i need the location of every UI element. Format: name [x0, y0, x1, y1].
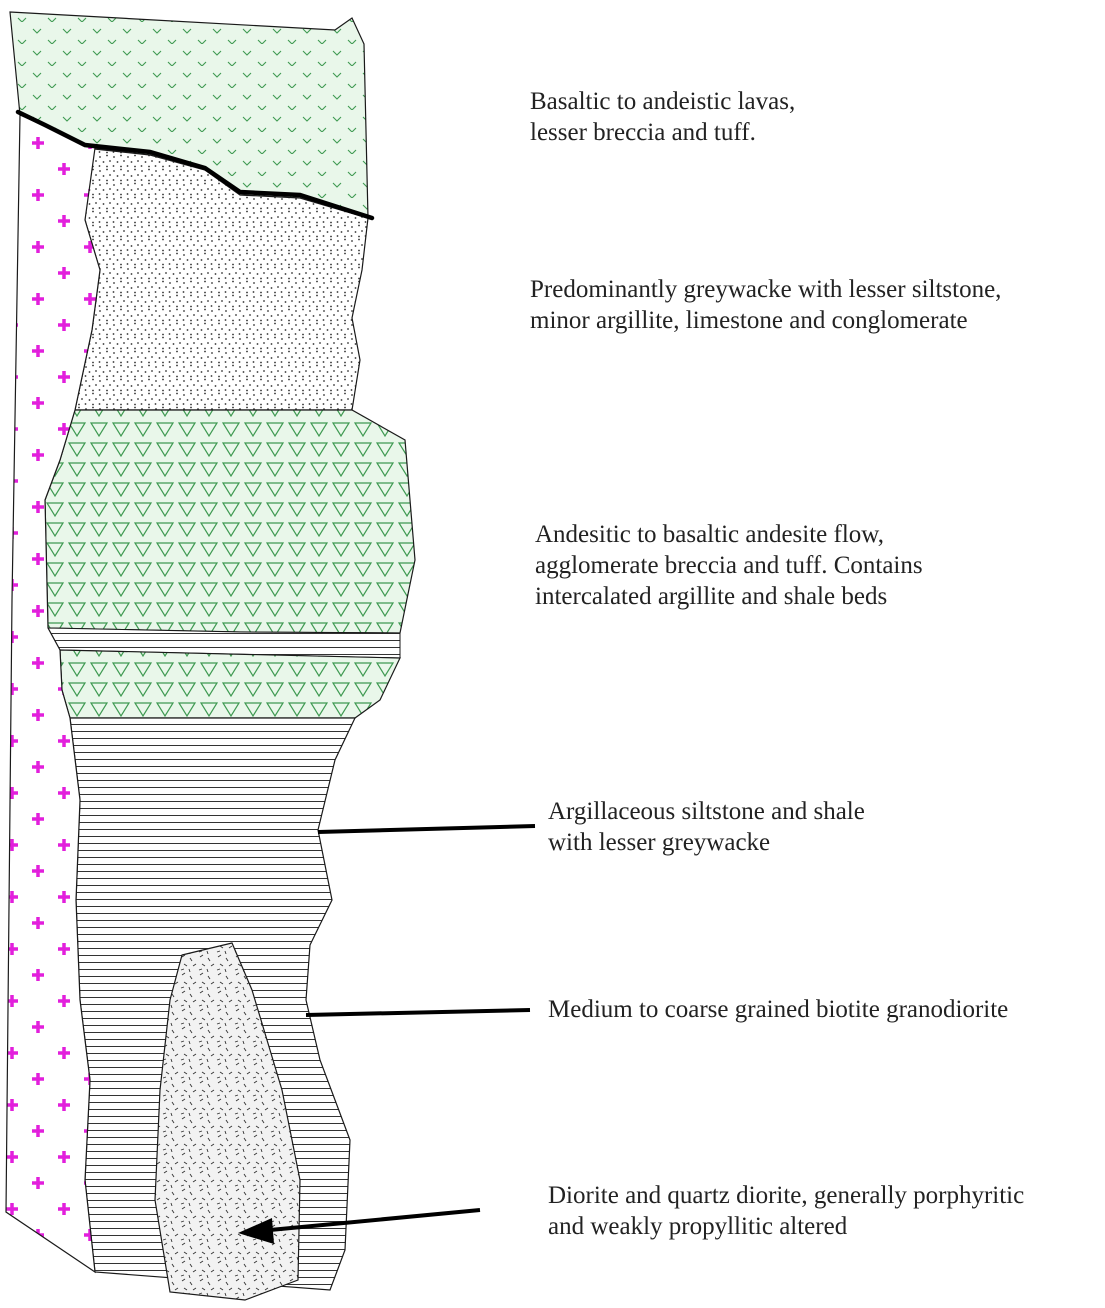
label-lavas: Basaltic to andeistic lavas, lesser brec…	[530, 86, 795, 148]
leader-siltstone	[318, 826, 535, 832]
label-diorite: Diorite and quartz diorite, generally po…	[548, 1180, 1024, 1242]
unit-andesitic	[45, 410, 415, 633]
label-siltstone: Argillaceous siltstone and shale with le…	[548, 796, 865, 858]
label-andesitic: Andesitic to basaltic andesite flow, agg…	[535, 519, 923, 612]
unit-andesitic-lower	[60, 650, 400, 718]
label-granodiorite: Medium to coarse grained biotite granodi…	[548, 994, 1008, 1025]
leader-granodiorite	[306, 1010, 530, 1015]
label-greywacke: Predominantly greywacke with lesser silt…	[530, 274, 1001, 336]
